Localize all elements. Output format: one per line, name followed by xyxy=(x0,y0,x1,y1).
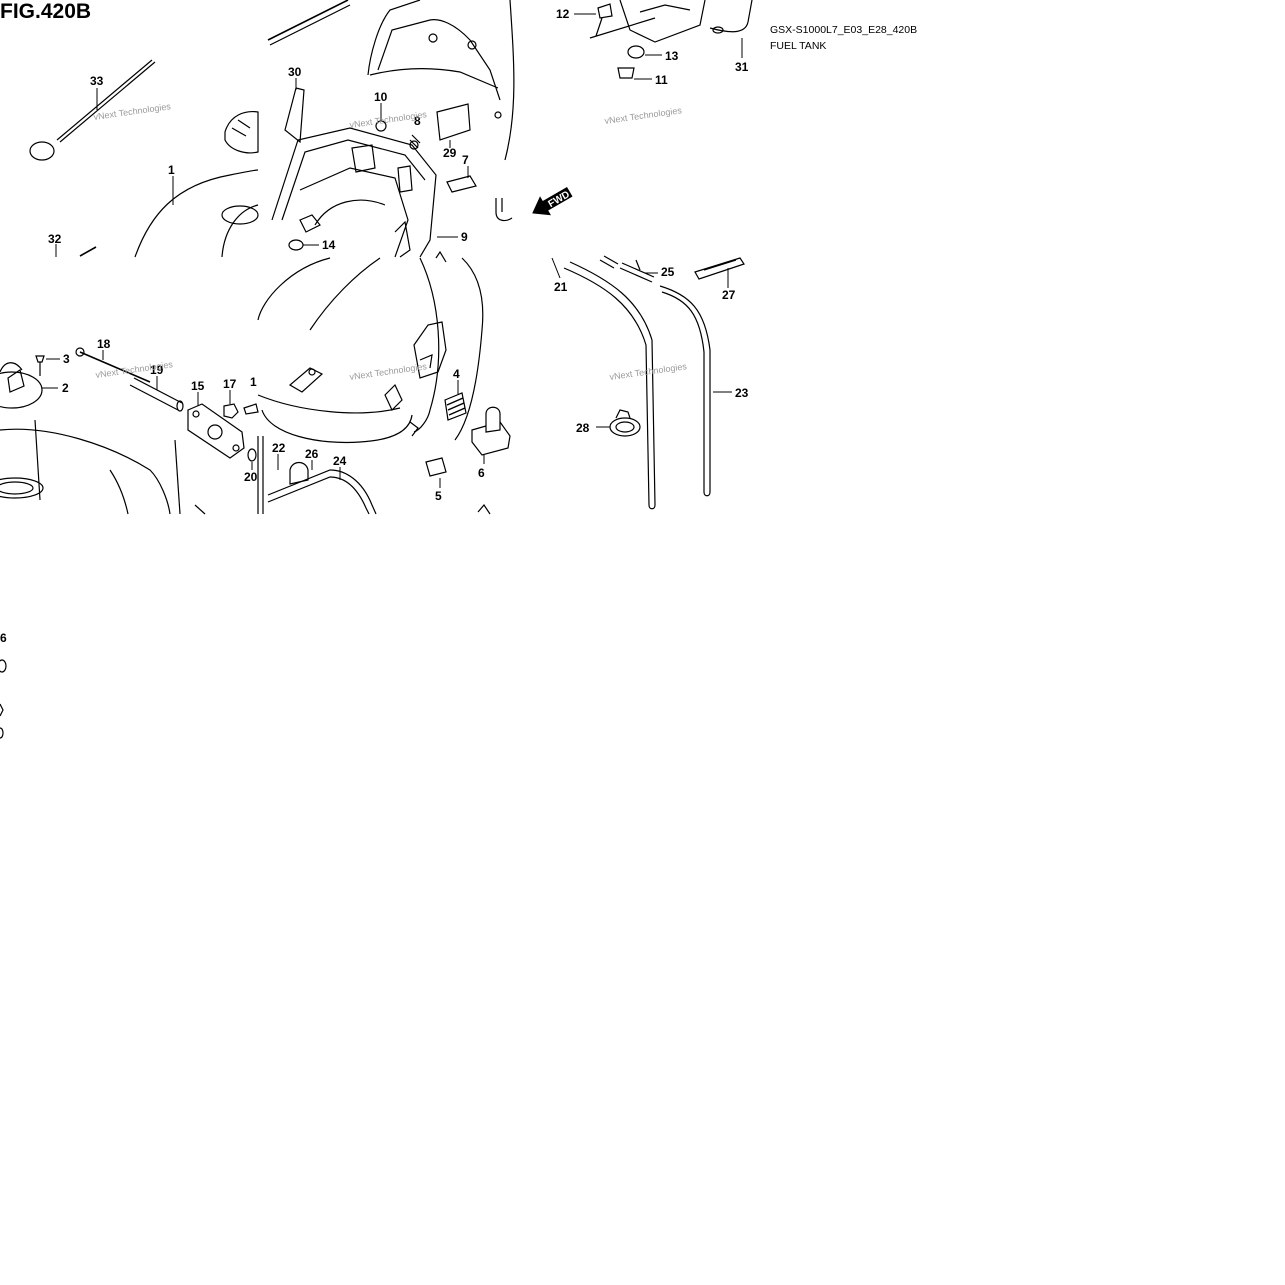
part-21-hose xyxy=(551,257,656,510)
label-1: 1 xyxy=(168,163,175,177)
label-23: 23 xyxy=(735,386,749,400)
label-28: 28 xyxy=(576,421,590,435)
part-28-clamp xyxy=(596,409,641,437)
panel-cover-top: 30 10 8 29 7 9 14 xyxy=(267,0,515,258)
part-bracket xyxy=(619,0,706,43)
part-23-hose xyxy=(659,285,732,497)
part-31-plate xyxy=(709,0,753,33)
label-30: 30 xyxy=(288,65,302,79)
diagram-subtitle: FUEL TANK xyxy=(770,40,826,52)
label-19: 19 xyxy=(150,363,164,377)
label-14: 14 xyxy=(322,238,336,252)
label-31: 31 xyxy=(735,60,749,74)
label-6: 6 xyxy=(478,466,485,480)
label-12: 12 xyxy=(556,7,570,21)
label-16: 1 xyxy=(250,375,257,389)
part-1-tank xyxy=(134,110,259,258)
label-10: 10 xyxy=(374,90,388,104)
part-29-pad xyxy=(436,103,471,141)
part-11-collar xyxy=(617,67,635,79)
label-7: 7 xyxy=(462,153,469,167)
watermark: vNext Technologies xyxy=(609,361,688,382)
part-32-clip xyxy=(79,246,97,257)
label-4: 4 xyxy=(453,367,460,381)
part-2-pump xyxy=(0,362,58,409)
part-13-bush xyxy=(627,45,645,59)
part-27-strap xyxy=(694,257,745,288)
panel-hoses: 21 23 25 27 xyxy=(551,255,749,510)
part-18-bolt xyxy=(79,351,151,383)
part-30-bracket xyxy=(284,87,305,144)
part-24-hose xyxy=(267,467,377,515)
watermark: vNext Technologies xyxy=(604,105,683,126)
part-33-wire xyxy=(29,59,156,161)
part-upper-frame xyxy=(367,0,515,161)
label-20: 20 xyxy=(244,470,258,484)
edge-fragments: 6 xyxy=(0,631,7,739)
label-21: 21 xyxy=(554,280,568,294)
part-lower-shell xyxy=(257,250,484,444)
label-17: 17 xyxy=(223,377,237,391)
part-19-pipe xyxy=(129,384,179,411)
label-5: 5 xyxy=(435,489,442,503)
panel-lower-cover: 4 6 5 22 26 24 vNext T xyxy=(257,250,511,515)
part-16-bolt xyxy=(243,403,259,415)
panel-top-right: 12 13 11 31 vNext Technologies FWD xyxy=(532,0,753,216)
label-9: 9 xyxy=(461,230,468,244)
fwd-label: FWD xyxy=(547,189,572,210)
part-9-cover xyxy=(271,127,458,258)
label-25: 25 xyxy=(661,265,675,279)
diagram-code: GSX-S1000L7_E03_E28_420B xyxy=(770,24,917,36)
label-32: 32 xyxy=(48,232,62,246)
part-20-oring xyxy=(247,448,257,462)
panel-fuel-pump: 2 3 18 19 15 17 xyxy=(0,337,259,515)
label-18: 18 xyxy=(97,337,111,351)
panel-tank-top: 33 1 32 vNext Technologies xyxy=(29,59,259,258)
part-7-cushion xyxy=(446,175,477,193)
part-5-rubber xyxy=(425,457,447,477)
part-clip xyxy=(477,504,491,515)
label-8: 8 xyxy=(414,114,421,128)
label-13: 13 xyxy=(665,49,679,63)
label-2: 2 xyxy=(62,381,69,395)
part-3-screw xyxy=(35,355,45,363)
label-3: 3 xyxy=(63,352,70,366)
part-22-hose xyxy=(257,436,279,514)
fwd-arrow-icon: FWD xyxy=(532,186,573,216)
part-17-nut xyxy=(223,403,239,419)
watermark: vNext Technologies xyxy=(349,361,428,382)
part-6-damper xyxy=(471,406,511,464)
part-25-tjoint xyxy=(619,259,658,283)
part-26-clamp xyxy=(289,460,313,485)
label-edge-6: 6 xyxy=(0,631,7,645)
label-24: 24 xyxy=(333,454,347,468)
part-15-plate xyxy=(187,403,245,459)
label-15: 15 xyxy=(191,379,205,393)
label-33: 33 xyxy=(90,74,104,88)
label-27: 27 xyxy=(722,288,736,302)
part-14-grommet xyxy=(288,239,304,251)
figure-title: FIG.420B xyxy=(0,0,91,23)
label-11: 11 xyxy=(655,73,668,87)
part-12-bolt xyxy=(597,3,613,19)
label-26: 26 xyxy=(305,447,319,461)
part-strip xyxy=(267,0,349,41)
label-22: 22 xyxy=(272,441,286,455)
label-29: 29 xyxy=(443,146,457,160)
part-pipe xyxy=(599,255,619,269)
